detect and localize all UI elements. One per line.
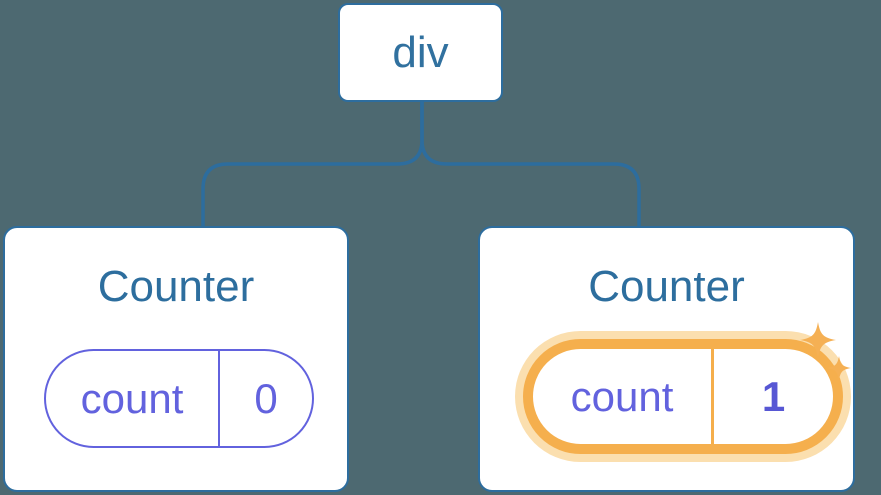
component-title: Counter — [588, 262, 745, 311]
component-title: Counter — [97, 262, 255, 311]
counter-card-left: Counter count 0 — [3, 226, 349, 492]
state-pill-divider — [218, 351, 220, 446]
counter-card-right: Counter count 1 — [478, 226, 855, 492]
state-pill-divider — [711, 349, 714, 444]
root-node-label: div — [392, 27, 449, 77]
root-node-div: div — [338, 3, 503, 102]
state-pill-highlighted: count 1 — [523, 339, 843, 454]
state-value: 0 — [254, 374, 278, 422]
state-key: count — [570, 372, 674, 420]
connector-right-branch — [420, 101, 641, 227]
connector-left-branch — [201, 101, 424, 227]
state-pill: count 0 — [44, 349, 314, 448]
state-value: 1 — [761, 372, 786, 420]
state-key: count — [80, 374, 184, 422]
